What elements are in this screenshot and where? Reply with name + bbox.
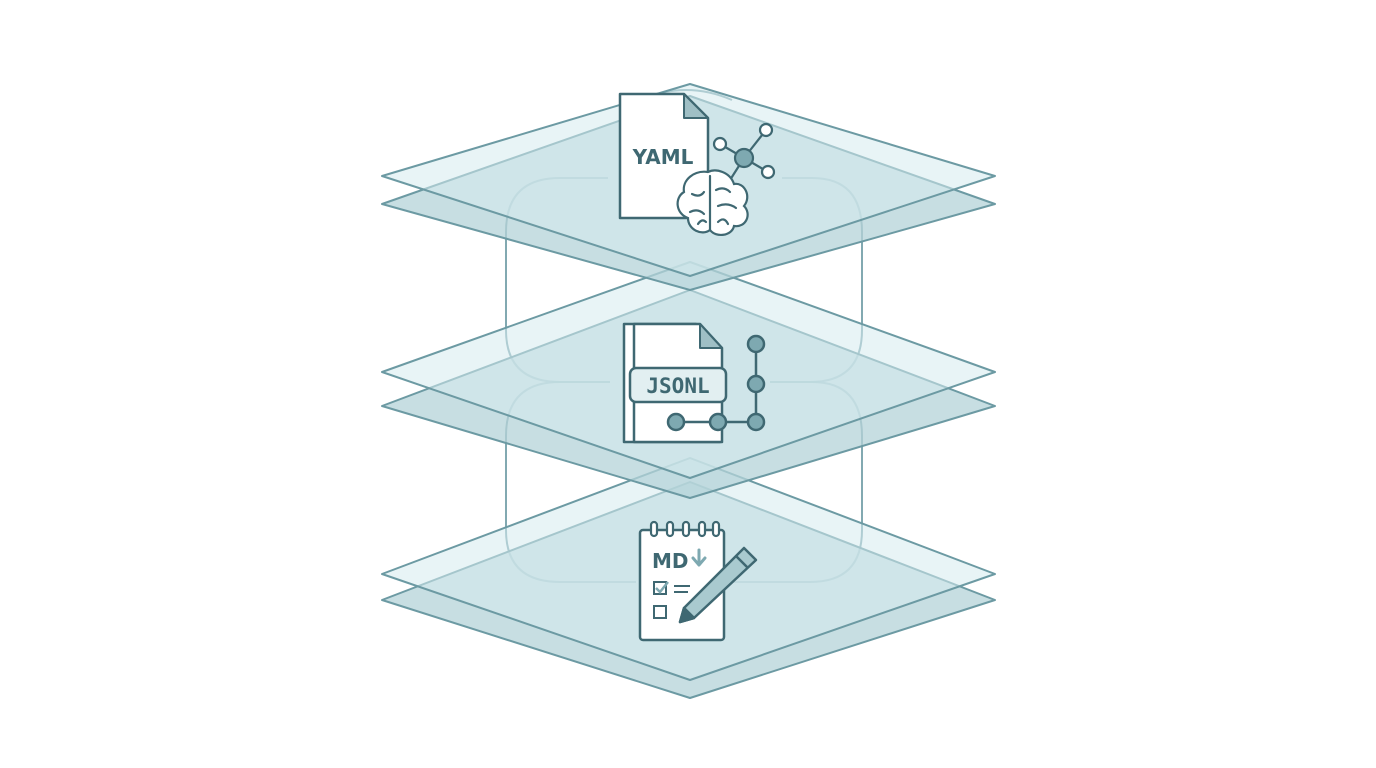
jsonl-file-fold-icon	[699, 323, 723, 349]
brain-icon	[676, 169, 749, 236]
network-graph-icon	[712, 122, 776, 181]
notepad-spiral-icon	[649, 520, 721, 538]
pencil-icon	[678, 546, 758, 624]
md-label: MD	[652, 549, 689, 573]
jsonl-label-box	[628, 366, 728, 404]
jsonl-file-connected-nodes-icon: JSONL	[622, 322, 766, 444]
yaml-file-brain-network-icon: YAML	[618, 92, 776, 236]
yaml-label: YAML	[632, 145, 694, 169]
checklist-icon	[653, 581, 690, 619]
markdown-notepad-pencil-icon: MD	[638, 520, 758, 642]
download-arrow-icon	[691, 548, 707, 567]
yaml-file-fold-icon	[683, 93, 709, 119]
connected-nodes-icon	[666, 334, 766, 432]
jsonl-label: JSONL	[646, 374, 709, 398]
